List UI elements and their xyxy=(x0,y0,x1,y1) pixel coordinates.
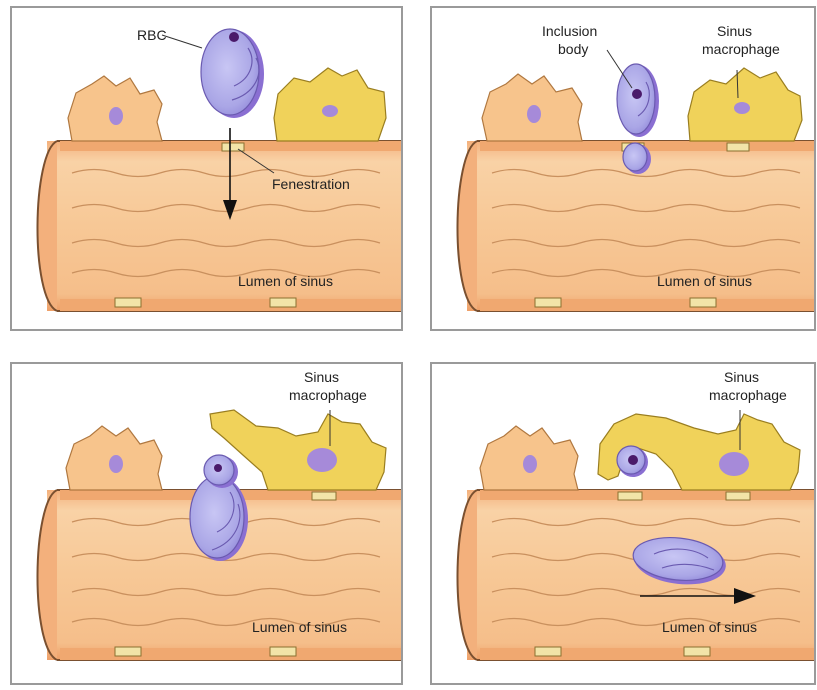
inclusion-body-label: Inclusion xyxy=(542,23,597,39)
macrophage-label: Sinus xyxy=(724,369,759,385)
macrophage-label: Sinus xyxy=(304,369,339,385)
sinus-macrophage xyxy=(209,409,387,491)
fenestration-label: Fenestration xyxy=(272,176,350,192)
diagram-rbc-approach: RBC Fenestration Lumen of sinus xyxy=(36,27,401,312)
lumen-label: Lumen of sinus xyxy=(662,619,757,635)
lumen-label: Lumen of sinus xyxy=(238,273,333,289)
fenestration xyxy=(617,491,643,501)
fenestration xyxy=(221,142,245,152)
inclusion-body xyxy=(616,445,648,477)
fenestration xyxy=(114,297,142,308)
fenestration xyxy=(534,297,562,308)
fenestration xyxy=(269,297,297,308)
panel-rbc-released: Sinus macrophage Lumen of sinus xyxy=(430,362,816,685)
fenestration xyxy=(689,297,717,308)
fenestration xyxy=(269,646,297,657)
macrophage-label-2: macrophage xyxy=(289,387,367,403)
right-arrow-icon xyxy=(640,588,756,604)
endothelial-cell xyxy=(67,75,163,142)
rbc-label: RBC xyxy=(137,27,167,43)
macrophage-label: Sinus xyxy=(717,23,752,39)
macrophage-label-2: macrophage xyxy=(709,387,787,403)
diagram-macrophage-engulfing: Sinus macrophage Lumen of sinus xyxy=(36,369,401,661)
lumen-label: Lumen of sinus xyxy=(657,273,752,289)
fenestration xyxy=(114,646,142,657)
panel-rbc-approach: RBC Fenestration Lumen of sinus xyxy=(10,6,403,331)
sinus-macrophage xyxy=(273,67,387,142)
endothelial-cell xyxy=(479,425,579,491)
lumen-label: Lumen of sinus xyxy=(252,619,347,635)
macrophage-label-2: macrophage xyxy=(702,41,780,57)
red-blood-cell xyxy=(632,536,726,585)
sinus-vessel xyxy=(456,489,814,661)
sinus-vessel xyxy=(456,140,814,312)
sinus-vessel xyxy=(36,140,401,312)
diagram-rbc-squeezing: Inclusion body Sinus macrophage Lumen of… xyxy=(456,23,814,312)
inclusion-body-label-2: body xyxy=(558,41,588,57)
down-arrow-icon xyxy=(223,128,237,220)
sinus-macrophage xyxy=(687,67,803,142)
panel-rbc-squeezing: Inclusion body Sinus macrophage Lumen of… xyxy=(430,6,816,331)
fenestration xyxy=(683,646,711,657)
red-blood-cell xyxy=(189,454,248,561)
endothelial-cell xyxy=(481,73,583,142)
endothelial-cell xyxy=(65,425,163,491)
fenestration xyxy=(725,491,751,501)
red-blood-cell xyxy=(200,28,264,118)
diagram-rbc-released: Sinus macrophage Lumen of sinus xyxy=(456,369,814,661)
fenestration xyxy=(534,646,562,657)
fenestration xyxy=(311,491,337,501)
panel-macrophage-engulfing: Sinus macrophage Lumen of sinus xyxy=(10,362,403,685)
fenestration xyxy=(726,142,750,152)
